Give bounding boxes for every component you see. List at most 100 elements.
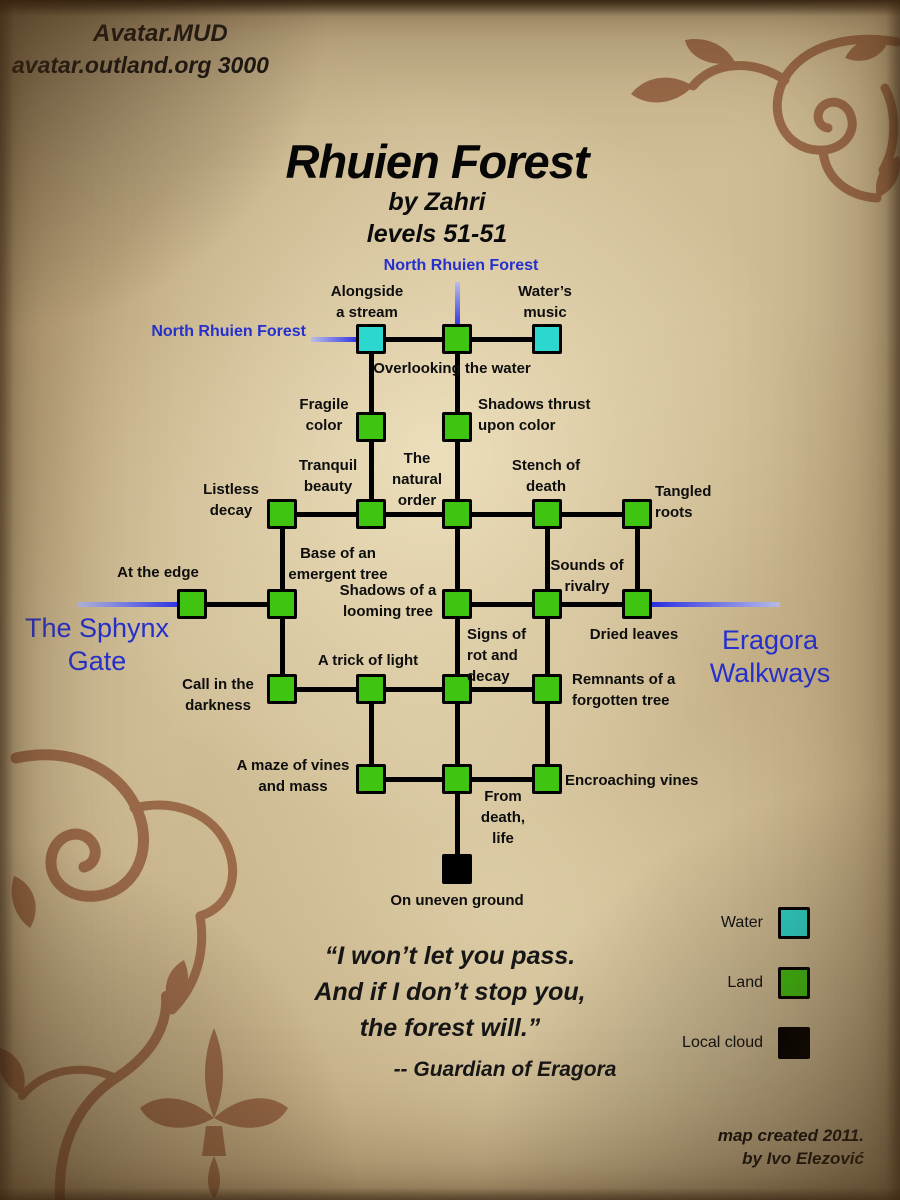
map-corridor-22 [457,686,547,692]
room-label-from-death-life: From death, life [480,788,526,847]
exit-label-3: Eragora Walkways [709,625,831,688]
legend-label-water: Water [720,914,763,931]
room-label-waters-music: Water’s music [518,283,572,321]
map-corridor-0 [371,336,457,342]
mud-address: avatar.outland.org 3000 [12,52,269,78]
room-label-overlooking-the-water: Overlooking the water [373,360,531,377]
room-fragile-color [356,412,386,442]
room-label-base-of-an-emergent-tree: Base of an emergent tree [288,545,388,583]
map-corridor-25 [544,689,550,779]
map-corridor-3 [454,339,460,427]
map-corridor-9 [547,511,637,517]
quote-line: And if I don’t stop you, [314,978,586,1006]
quote-line: “I won’t let you pass. [324,942,576,970]
room-remnants-of-a-forgotten-tree [532,674,562,704]
map-corridor-11 [454,514,460,604]
room-sounds-of-rivalry [532,589,562,619]
map-corridor-20 [282,686,371,692]
room-label-remnants-of-a-forgotten-tree: Remnants of a forgotten tree [572,671,676,709]
exit-label-1: North Rhuien Forest [151,323,306,340]
room-from-death-life [442,764,472,794]
map-corridor-13 [634,514,640,604]
room-tangled-roots [622,499,652,529]
room-label-call-in-the-darkness: Call in the darkness [182,676,254,714]
legend-label-land: Land [727,974,763,991]
room-label-stench-of-death: Stench of death [511,457,581,495]
room-a-maze-of-vines-and-mass [356,764,386,794]
legend-row-cloud: Local cloud [640,1026,810,1060]
room-the-natural-order [442,499,472,529]
room-label-on-uneven-ground: On uneven ground [390,892,524,909]
flourish-top-right [631,34,900,203]
map-levels: levels 51-51 [366,220,508,248]
room-stench-of-death [532,499,562,529]
map-corridor-17 [279,604,285,689]
room-listless-decay [267,499,297,529]
room-overlooking-the-water [442,324,472,354]
map-corridor-8 [457,511,547,517]
quote-attribution: -- Guardian of Eragora [393,1058,617,1081]
exit-passage-2 [78,601,182,607]
room-encroaching-vines [532,764,562,794]
map-corridor-27 [457,776,547,782]
room-shadows-thrust-upon-color [442,412,472,442]
exit-label-2: The Sphynx Gate [24,613,170,676]
credit-year: map created 2011. [717,1126,864,1145]
map-corridor-15 [457,601,547,607]
room-shadows-of-a-looming-tree [442,589,472,619]
room-label-the-natural-order: The natural order [391,450,443,509]
room-signs-of-rot-and-decay [442,674,472,704]
room-base-of-an-emergent-tree [267,589,297,619]
page-title: Rhuien Forest [285,135,590,188]
legend-row-water: Water [640,906,810,940]
exit-passage-0 [454,282,460,328]
room-waters-music [532,324,562,354]
map-corridor-5 [454,427,460,514]
map-corridor-28 [454,779,460,869]
room-label-shadows-thrust-upon-color: Shadows thrust upon color [478,396,591,434]
room-alongside-a-stream [356,324,386,354]
room-label-alongside-a-stream: Alongside a stream [330,283,404,321]
map-credits: map created 2011. by Ivo Elezović [718,1124,864,1170]
map-corridor-18 [454,604,460,689]
exit-label-0: North Rhuien Forest [383,257,539,274]
map-corridor-7 [371,511,457,517]
exit-passage-1 [311,336,360,342]
room-tranquil-beauty [356,499,386,529]
map-corridor-26 [371,776,457,782]
credit-author: by Ivo Elezović [742,1149,864,1168]
room-label-a-maze-of-vines-and-mass: A maze of vines and mass [236,757,350,795]
room-label-dried-leaves: Dried leaves [589,626,679,643]
room-at-the-edge [177,589,207,619]
map-corridor-21 [371,686,457,692]
mud-name: Avatar.MUD [93,20,228,47]
quote-line: the forest will.” [359,1014,541,1042]
flourish-bottom-left [0,749,288,1200]
exit-passage-3 [651,601,780,607]
water-swatch [778,907,810,939]
quote: “I won’t let you pass. And if I don’t st… [240,938,660,1046]
map-corridor-6 [282,511,371,517]
map-corridor-23 [368,689,374,779]
room-label-sounds-of-rivalry: Sounds of rivalry [550,557,624,595]
room-label-listless-decay: Listless decay [203,481,259,519]
map-corridor-16 [547,601,637,607]
map-author: by Zahri [388,188,486,216]
room-label-a-trick-of-light: A trick of light [317,652,419,669]
map-corridor-19 [544,604,550,689]
room-label-at-the-edge: At the edge [117,564,199,581]
map-corridor-24 [454,689,460,779]
room-call-in-the-darkness [267,674,297,704]
cloud-swatch [778,1027,810,1059]
room-label-tranquil-beauty: Tranquil beauty [298,457,358,495]
land-swatch [778,967,810,999]
room-on-uneven-ground [442,854,472,884]
legend-label-cloud: Local cloud [682,1034,763,1051]
room-label-tangled-roots: Tangled roots [655,483,712,521]
map-corridor-1 [457,336,547,342]
room-label-fragile-color: Fragile color [299,396,349,434]
room-label-signs-of-rot-and-decay: Signs of rot and decay [467,626,527,685]
